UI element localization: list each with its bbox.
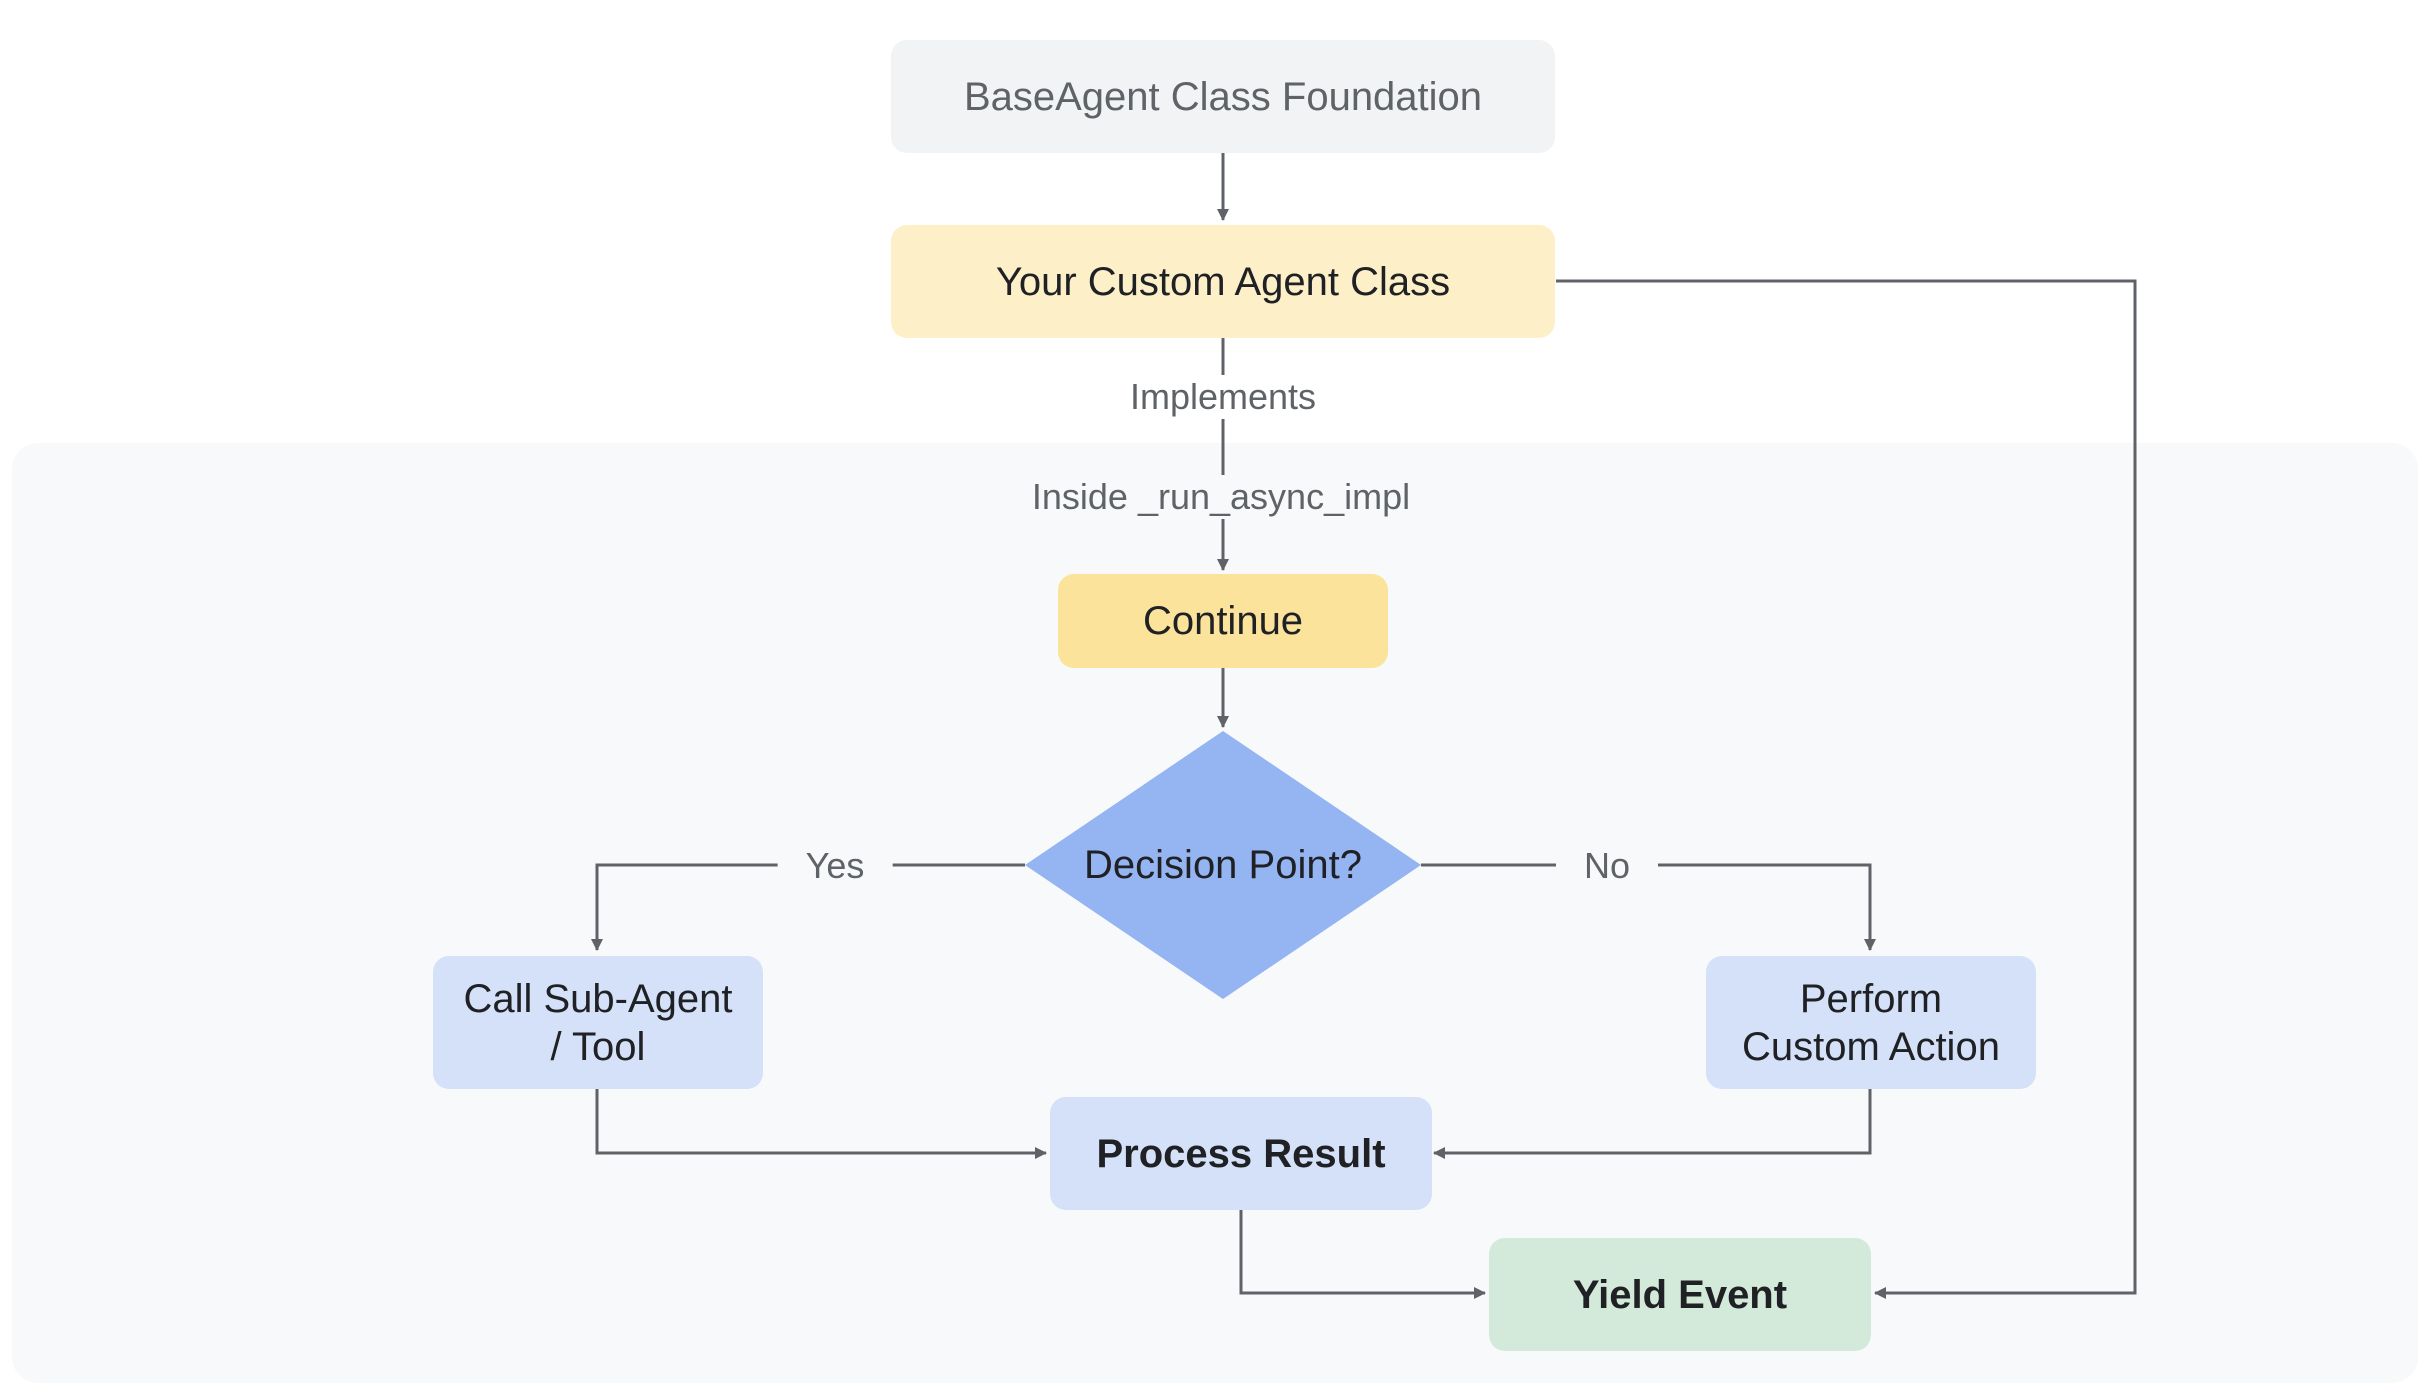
edge-custom-to-yield — [1556, 279, 2137, 1299]
decision-label: Decision Point? — [1084, 843, 1362, 887]
process-result-label: Process Result — [1096, 1131, 1386, 1176]
process-result-node: Process Result — [1050, 1097, 1432, 1210]
implements-label: Implements — [1123, 375, 1323, 419]
base-agent-node: BaseAgent Class Foundation — [891, 40, 1555, 153]
edge-call-to-process — [595, 1089, 1047, 1159]
no-label: No — [1555, 844, 1659, 888]
yield-event-label: Yield Event — [1572, 1272, 1788, 1317]
perform-action-label: Perform Custom Action — [1742, 976, 2000, 1069]
call-sub-agent-label: Call Sub-Agent / Tool — [463, 976, 733, 1069]
continue-label: Continue — [1142, 599, 1304, 643]
perform-action-node: Perform Custom Action — [1706, 956, 2036, 1089]
continue-node: Continue — [1058, 574, 1388, 668]
base-agent-label: BaseAgent Class Foundation — [963, 74, 1483, 119]
call-sub-agent-node: Call Sub-Agent / Tool — [433, 956, 763, 1089]
decision-diamond — [1025, 731, 1421, 999]
edge-process-to-yield — [1239, 1210, 1486, 1299]
yield-event-node: Yield Event — [1489, 1238, 1871, 1351]
custom-agent-node: Your Custom Agent Class — [891, 225, 1555, 338]
custom-agent-label: Your Custom Agent Class — [995, 259, 1451, 304]
yes-label: Yes — [777, 844, 893, 888]
decision-node: Decision Point? — [1023, 790, 1423, 940]
edge-perform-to-process — [1433, 1089, 1872, 1159]
inside-run-label: Inside _run_async_impl — [1025, 475, 1417, 519]
